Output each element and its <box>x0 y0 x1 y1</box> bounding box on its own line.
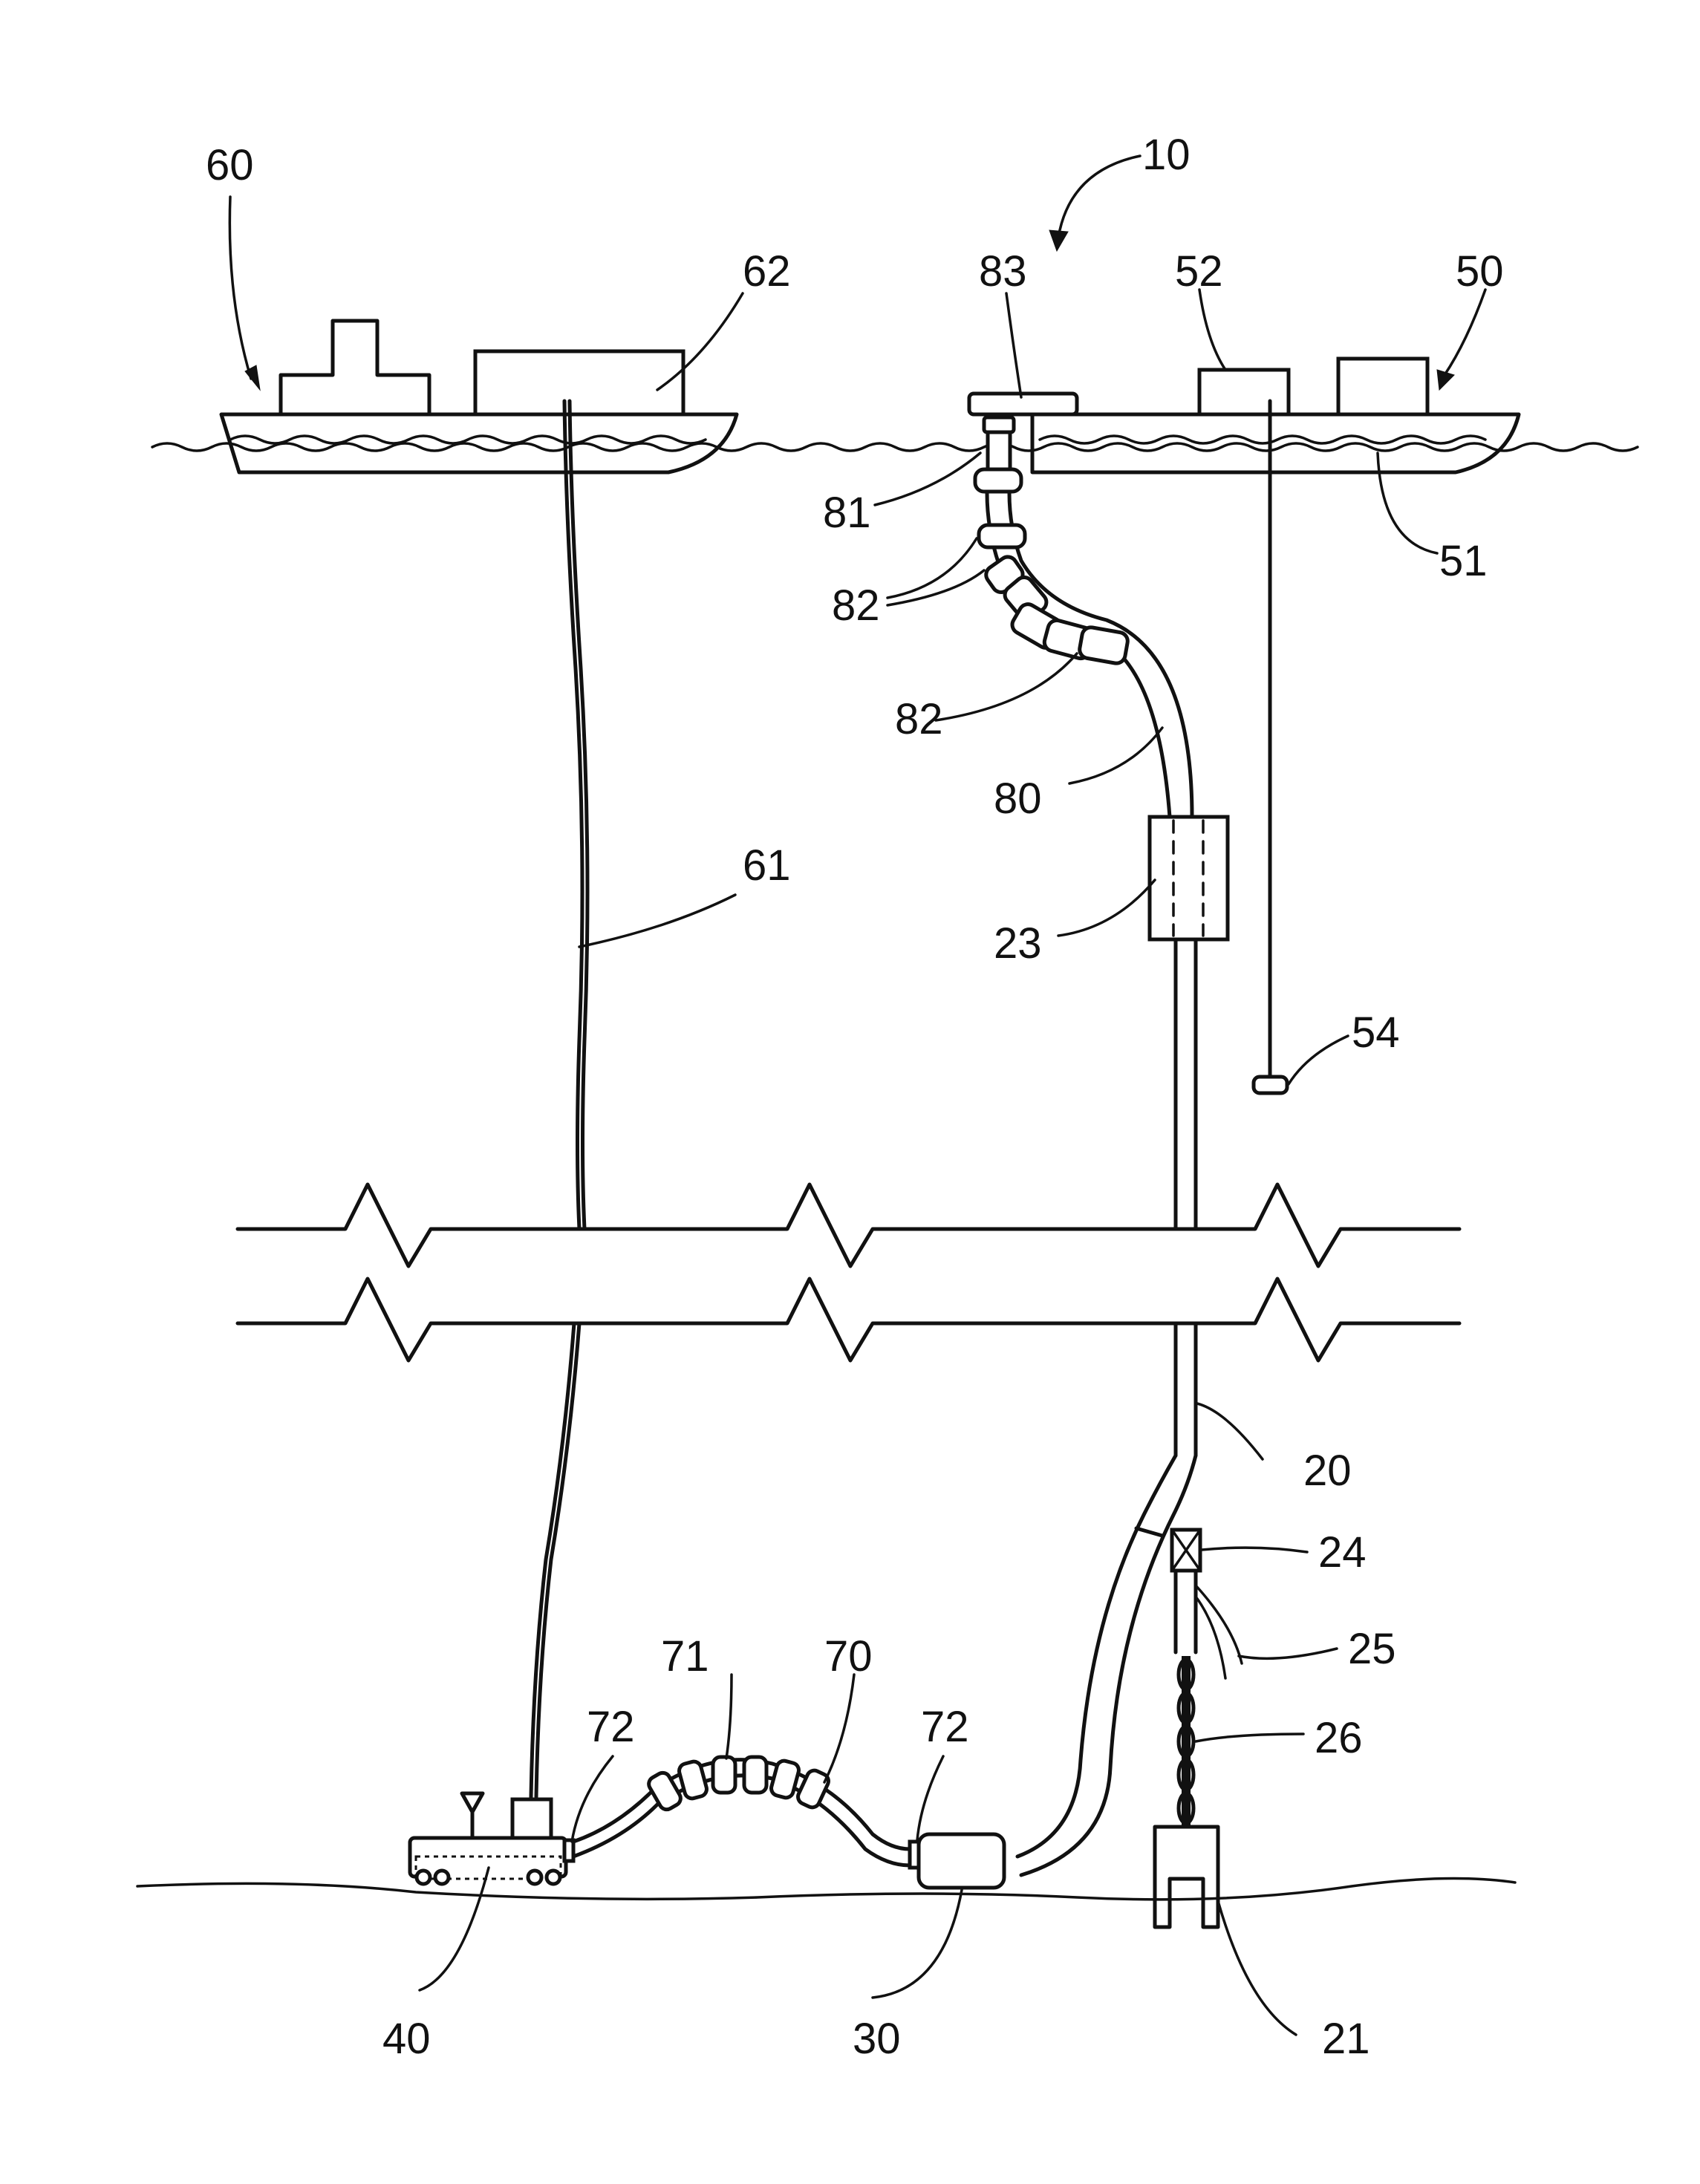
label-chain: 26 <box>1315 1714 1363 1762</box>
label-deck-module-52: 52 <box>1175 247 1223 296</box>
label-umbilical: 61 <box>743 841 791 890</box>
label-branch-line: 25 <box>1348 1625 1396 1673</box>
labels: 10 60 62 83 52 50 81 51 82 82 80 61 23 5… <box>206 131 1504 2063</box>
label-buoyancy-module: 23 <box>994 919 1042 968</box>
label-seabed-vehicle: 40 <box>382 2015 431 2063</box>
anchor <box>1155 1827 1218 1927</box>
label-suspended-tool: 54 <box>1352 1008 1400 1057</box>
branch-line <box>1196 1585 1242 1678</box>
label-system: 10 <box>1142 131 1191 179</box>
main-line <box>1017 939 1196 1875</box>
connector <box>1172 1530 1200 1571</box>
buoyancy-module <box>1150 817 1228 939</box>
label-hose-end-fitting: 81 <box>823 489 871 537</box>
umbilical <box>531 401 587 1797</box>
subsea-unit <box>919 1834 1004 1888</box>
label-upper-hose: 80 <box>994 775 1042 823</box>
label-main-line: 20 <box>1303 1447 1352 1495</box>
label-jumper-hose: 70 <box>824 1632 873 1681</box>
label-support-vessel: 60 <box>206 141 254 189</box>
label-anchor: 21 <box>1322 2015 1370 2063</box>
label-jumper-floats: 71 <box>661 1632 709 1681</box>
label-hose-floats-a: 82 <box>832 581 880 630</box>
label-connector: 24 <box>1318 1528 1367 1577</box>
label-hull-51: 51 <box>1439 537 1488 585</box>
leaders <box>229 156 1485 2035</box>
sea-surface <box>152 443 1638 451</box>
jumper-floats <box>646 1757 831 1812</box>
label-hose-floats-b: 82 <box>895 695 943 743</box>
seabed <box>137 1879 1515 1900</box>
hose-end-fitting <box>988 432 1010 473</box>
seabed-vehicle <box>410 1793 573 1884</box>
deck-module-62 <box>475 351 683 414</box>
label-deck-module-62: 62 <box>743 247 791 296</box>
suspended-tool <box>1254 1077 1287 1093</box>
hose-floats <box>975 469 1129 665</box>
label-surface-buoy: 83 <box>979 247 1027 296</box>
depth-break <box>238 1184 1459 1360</box>
label-subsea-unit: 30 <box>853 2015 901 2063</box>
deck-module-52 <box>1199 370 1289 414</box>
surface-buoy <box>969 394 1077 473</box>
chain <box>1179 1656 1193 1827</box>
label-jumper-end-right: 72 <box>921 1703 969 1751</box>
label-production-vessel: 50 <box>1456 247 1504 296</box>
label-jumper-end-left: 72 <box>587 1703 635 1751</box>
suspended-line <box>1254 401 1287 1093</box>
support-vessel <box>221 321 737 472</box>
